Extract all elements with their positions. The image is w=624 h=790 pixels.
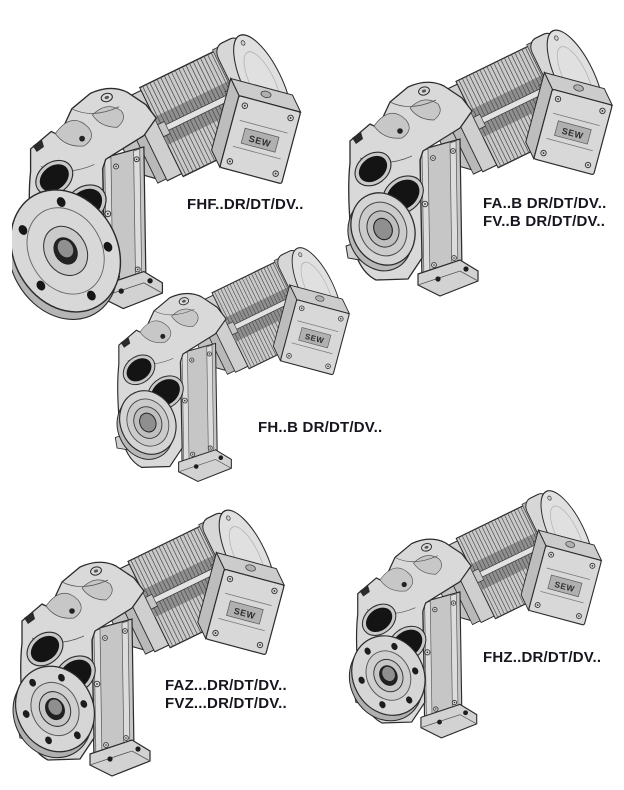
figure-gearmotor-fa-fv — [332, 8, 624, 310]
label-line: FVZ...DR/DT/DV.. — [165, 694, 287, 712]
figure-gearmotor-faz-fvz — [4, 488, 302, 790]
label-line: FAZ...DR/DT/DV.. — [165, 677, 287, 694]
figure-gearmotor-fh — [103, 228, 365, 494]
figure-label-faz-fvz: FAZ...DR/DT/DV.. FVZ...DR/DT/DV.. — [165, 677, 287, 712]
label-line: FA..B DR/DT/DV.. — [483, 195, 607, 212]
figure-label-fh: FH..B DR/DT/DV.. — [258, 419, 382, 437]
figure-gearmotor-fhz — [341, 470, 618, 751]
label-line: FH..B DR/DT/DV.. — [258, 419, 383, 436]
figure-label-fhz: FHZ..DR/DT/DV.. — [483, 649, 601, 667]
label-line: FV..B DR/DT/DV.. — [483, 212, 606, 230]
label-line: FHF..DR/DT/DV.. — [187, 196, 304, 213]
figure-label-fhf: FHF..DR/DT/DV.. — [187, 196, 304, 214]
figure-label-fa-fv: FA..B DR/DT/DV.. FV..B DR/DT/DV.. — [483, 195, 607, 230]
label-line: FHZ..DR/DT/DV.. — [483, 649, 602, 666]
